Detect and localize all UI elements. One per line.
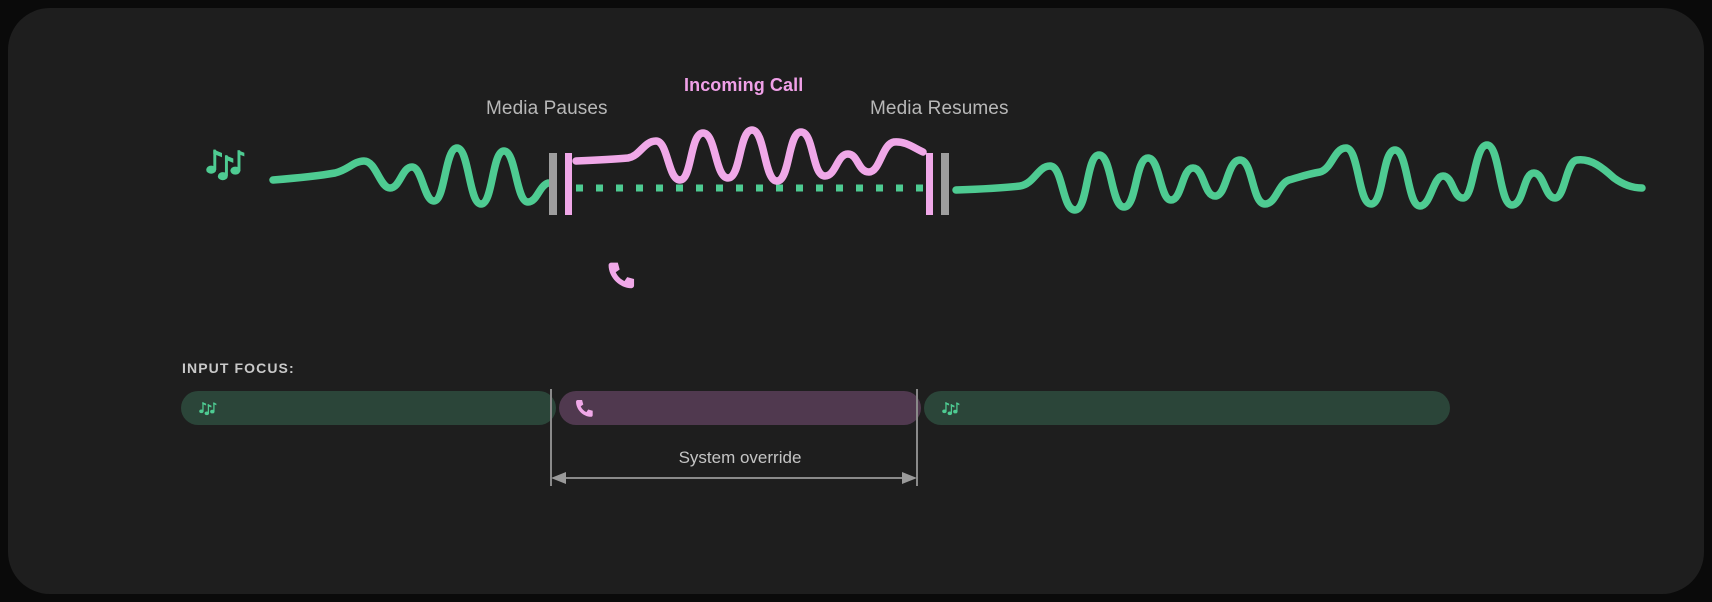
audio-timeline: Media Pauses Incoming Call Media Resumes — [8, 8, 1704, 328]
media-waveform-before — [269, 144, 552, 208]
focus-track-call[interactable] — [559, 391, 921, 425]
music-notes-icon — [940, 399, 962, 417]
pause-marker-gray — [549, 153, 557, 215]
media-waveform-after — [952, 141, 1646, 214]
label-incoming-call: Incoming Call — [684, 75, 804, 95]
system-override-bracket — [550, 389, 918, 486]
override-arrowhead-left — [551, 472, 566, 484]
pause-marker-pink — [565, 153, 572, 215]
focus-track-media-left[interactable] — [181, 391, 556, 425]
music-notes-icon — [206, 149, 245, 181]
resume-marker-gray — [941, 153, 949, 215]
diagram-card: Media Pauses Incoming Call Media Resumes — [8, 8, 1704, 594]
input-focus-title: INPUT FOCUS: — [182, 360, 295, 376]
resume-marker-pink — [926, 153, 933, 215]
system-override-label: System override — [678, 448, 802, 467]
waveform-graphic — [206, 126, 1646, 289]
phone-icon — [608, 262, 635, 289]
music-notes-icon — [197, 399, 219, 417]
phone-icon — [575, 399, 594, 418]
call-waveform — [572, 126, 927, 185]
label-media-resumes: Media Resumes — [870, 98, 1009, 119]
label-media-pauses: Media Pauses — [486, 98, 608, 119]
override-arrowhead-right — [902, 472, 917, 484]
focus-track-media-right[interactable] — [924, 391, 1450, 425]
